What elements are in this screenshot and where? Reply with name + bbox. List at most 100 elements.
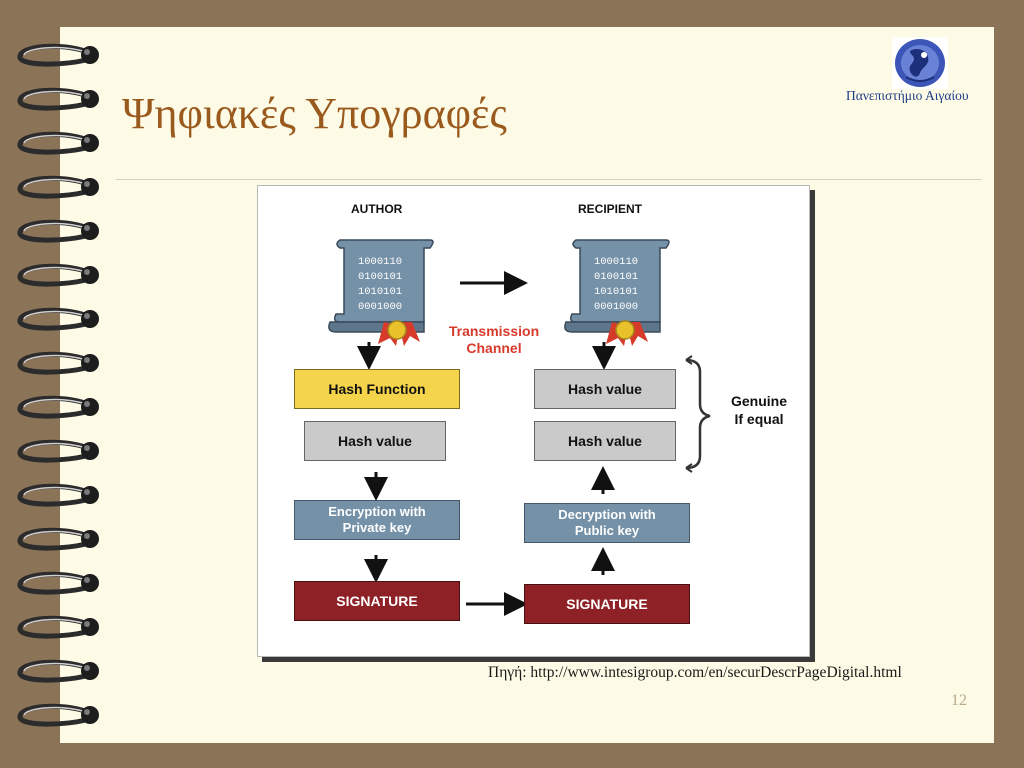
binding-hole — [81, 442, 99, 460]
spiral-ring-highlight — [23, 310, 87, 320]
binding-hole-shine — [84, 401, 90, 407]
binding-hole — [81, 530, 99, 548]
spiral-ring-highlight — [23, 46, 87, 56]
spiral-ring-highlight — [23, 706, 87, 716]
binding-hole — [81, 574, 99, 592]
spiral-ring — [17, 483, 89, 507]
decryption-line-1: Decryption with — [558, 507, 656, 523]
spiral-ring-highlight — [23, 574, 87, 584]
binding-hole-shine — [84, 709, 90, 715]
binding-hole-shine — [84, 577, 90, 583]
spiral-ring-highlight — [23, 486, 87, 496]
bit-row: 1000110 — [357, 256, 403, 268]
bit-row: 0001000 — [593, 301, 639, 313]
binding-hole-shine — [84, 357, 90, 363]
recipient-hash-value-top-box: Hash value — [534, 369, 680, 413]
spiral-ring — [17, 131, 89, 155]
spiral-ring-highlight — [23, 178, 87, 188]
spiral-ring — [17, 43, 89, 67]
spiral-ring — [17, 571, 89, 595]
if-equal-line: If equal — [734, 411, 784, 427]
binding-hole-shine — [84, 269, 90, 275]
binding-hole-shine — [84, 93, 90, 99]
genuine-if-equal-label: Genuine If equal — [724, 392, 794, 428]
binding-hole-shine — [84, 665, 90, 671]
spiral-ring — [17, 175, 89, 199]
spiral-ring — [17, 527, 89, 551]
recipient-document-bits: 1000110 0100101 1010101 0001000 — [581, 255, 651, 315]
spiral-ring — [17, 395, 89, 419]
genuine-line: Genuine — [730, 393, 787, 409]
bit-row: 0100101 — [357, 271, 403, 283]
spiral-ring-highlight — [23, 90, 87, 100]
binding-hole — [81, 486, 99, 504]
binding-hole — [81, 134, 99, 152]
author-header: AUTHOR — [351, 202, 403, 216]
binding-hole — [81, 46, 99, 64]
source-citation: Πηγή: http://www.intesigroup.com/en/secu… — [488, 664, 902, 681]
binding-hole — [81, 398, 99, 416]
bit-row: 0100101 — [593, 271, 639, 283]
binding-hole-shine — [84, 445, 90, 451]
bit-row: 0001000 — [357, 301, 403, 313]
binding-hole — [81, 222, 99, 240]
binding-hole — [81, 266, 99, 284]
bit-row: 1000110 — [593, 256, 639, 268]
spiral-ring-highlight — [23, 354, 87, 364]
spiral-ring-highlight — [23, 442, 87, 452]
title-divider — [116, 179, 982, 180]
binding-hole — [81, 662, 99, 680]
spiral-ring-highlight — [23, 530, 87, 540]
recipient-signature-box: SIGNATURE — [524, 584, 694, 628]
binding-hole — [81, 354, 99, 372]
author-signature-box: SIGNATURE — [294, 581, 464, 625]
binding-hole-shine — [84, 313, 90, 319]
binding-hole — [81, 178, 99, 196]
spiral-binding — [17, 43, 99, 727]
transmission-line: Transmission — [448, 323, 540, 339]
binding-hole — [81, 90, 99, 108]
author-hash-value-box: Hash value — [304, 421, 450, 465]
slide-title: Ψηφιακές Υπογραφές — [122, 89, 507, 138]
transmission-channel-label: Transmission Channel — [436, 323, 552, 357]
encryption-line-2: Private key — [342, 520, 412, 535]
university-name: Πανεπιστήμιο Αιγαίου — [846, 88, 969, 103]
spiral-ring-highlight — [23, 662, 87, 672]
spiral-ring — [17, 263, 89, 287]
recipient-header: RECIPIENT — [578, 202, 643, 216]
bit-row: 1010101 — [357, 286, 403, 298]
binding-hole-shine — [84, 225, 90, 231]
spiral-ring — [17, 659, 89, 683]
spiral-ring — [17, 439, 89, 463]
spiral-ring — [17, 615, 89, 639]
binding-hole-shine — [84, 489, 90, 495]
university-seal-icon — [892, 37, 948, 89]
binding-hole-shine — [84, 137, 90, 143]
encryption-line-1: Encryption with — [328, 504, 426, 520]
binding-hole-shine — [84, 181, 90, 187]
binding-hole-shine — [84, 533, 90, 539]
page-number: 12 — [951, 692, 967, 709]
hash-function-box: Hash Function — [294, 369, 464, 413]
spiral-ring-highlight — [23, 398, 87, 408]
binding-hole-shine — [84, 621, 90, 627]
binding-hole-shine — [84, 49, 90, 55]
channel-line: Channel — [466, 340, 522, 356]
binding-hole — [81, 706, 99, 724]
spiral-ring-highlight — [23, 266, 87, 276]
bit-row: 1010101 — [593, 286, 639, 298]
decryption-line-2: Public key — [574, 523, 640, 538]
spiral-ring — [17, 307, 89, 331]
spiral-ring — [17, 351, 89, 375]
recipient-hash-value-bottom-box: Hash value — [534, 421, 680, 465]
spiral-ring-highlight — [23, 618, 87, 628]
spiral-ring — [17, 219, 89, 243]
spiral-ring — [17, 703, 89, 727]
spiral-ring — [17, 87, 89, 111]
spiral-ring-highlight — [23, 134, 87, 144]
author-document-bits: 1000110 0100101 1010101 0001000 — [345, 255, 415, 315]
spiral-ring-highlight — [23, 222, 87, 232]
binding-hole — [81, 310, 99, 328]
